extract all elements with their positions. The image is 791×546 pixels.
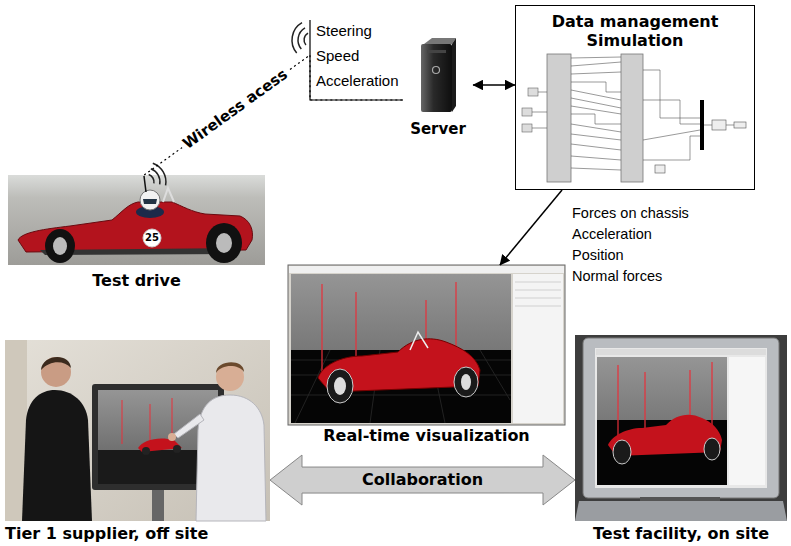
simulink-model (712, 120, 726, 130)
collaboration-arrow (270, 455, 575, 505)
visualization-screenshot (288, 265, 565, 425)
car-photo (216, 233, 232, 253)
meeting-photo (152, 490, 164, 521)
output-quantity: Acceleration (572, 226, 652, 243)
output-quantity: Forces on chassis (572, 205, 689, 222)
screen-panel: Real-time visualization (288, 265, 565, 445)
radio-waves (292, 23, 302, 53)
radio-waves (151, 169, 160, 185)
laptop-photo (640, 497, 720, 501)
meeting-photo (41, 357, 71, 387)
radio-waves (149, 23, 308, 186)
simulink-model (522, 124, 532, 132)
car-photo (45, 229, 75, 263)
visualization-screenshot (410, 332, 428, 350)
simulink-model (528, 88, 538, 96)
server-icon (421, 44, 452, 112)
meeting-photo (5, 340, 270, 521)
simulink-model (621, 54, 643, 182)
signal-bracket (310, 20, 403, 100)
visualization-screenshot (454, 367, 478, 397)
car-photo (8, 175, 265, 265)
server-icon (433, 67, 440, 74)
visualization-screenshot (461, 374, 471, 390)
visualization-screenshot (288, 265, 565, 425)
caption: Server (410, 120, 466, 138)
server-icon (452, 38, 456, 112)
simulink-model (522, 54, 746, 182)
car-number: 25 (145, 232, 159, 244)
caption: Test facility, on site (593, 524, 769, 543)
signal-name: Acceleration (316, 72, 399, 90)
simulink-model (643, 70, 734, 160)
laptop-photo (613, 440, 631, 464)
car-photo (53, 237, 67, 255)
meeting-photo (41, 357, 71, 370)
server-node: Server (403, 38, 473, 138)
visualization-screenshot (334, 377, 346, 395)
meeting-photo (168, 433, 176, 441)
radio-waves (153, 163, 166, 185)
caption: Tier 1 supplier, off site (5, 524, 208, 543)
server-icon (424, 38, 456, 44)
server-icon (421, 38, 456, 112)
visualization-screenshot (515, 282, 561, 306)
laptop-photo (575, 335, 787, 521)
meeting-photo (174, 414, 204, 438)
signal-bracket (310, 20, 403, 100)
wireless-link (144, 55, 403, 175)
laptop-photo (583, 338, 779, 498)
visualization-screenshot (289, 266, 564, 273)
caption: Real-time visualization (323, 426, 530, 445)
car-photo (140, 190, 160, 210)
radio-waves (298, 28, 305, 49)
simulink-model (734, 122, 746, 128)
signal-name: Speed (316, 47, 359, 65)
meeting-photo (142, 447, 150, 455)
meeting-photo (173, 445, 181, 453)
output-quantity: Position (572, 247, 624, 264)
laptop-photo (595, 348, 767, 488)
radio-waves (304, 33, 308, 45)
visualization-screenshot (291, 274, 511, 423)
car-photo (143, 199, 157, 204)
edge-label: Wireless acess (177, 63, 293, 154)
simulink-model (522, 108, 532, 116)
laptop-photo (575, 335, 787, 521)
visualization-screenshot (513, 274, 563, 423)
photo-panel: Test drive (8, 175, 265, 290)
result-arrow (500, 190, 562, 265)
visualization-screenshot (327, 369, 353, 403)
car-photo (163, 188, 174, 202)
car-photo (143, 229, 161, 247)
signal-name: Steering (316, 22, 372, 40)
car-photo (206, 223, 242, 263)
output-quantity: Normal forces (572, 268, 662, 285)
data-link (473, 84, 515, 86)
laptop-photo (596, 349, 766, 355)
car-photo (8, 175, 265, 265)
meeting-photo (22, 390, 92, 521)
simulink-model (700, 100, 704, 150)
meeting-photo (5, 340, 270, 521)
simulink-model (655, 165, 665, 173)
meeting-photo (216, 362, 244, 373)
photo-panel: Test facility, on site (575, 335, 787, 543)
meeting-photo (216, 363, 244, 391)
radio-waves (149, 175, 154, 184)
photo-panel: Tier 1 supplier, off site (5, 340, 270, 543)
laptop-photo (704, 438, 720, 460)
simulink-model (532, 57, 621, 170)
simulink-model (547, 54, 571, 182)
car-photo (144, 176, 146, 192)
laptop-photo (597, 357, 727, 485)
server-icon (427, 50, 446, 53)
box-title: Data management Simulation (535, 12, 735, 50)
caption: Test drive (92, 271, 181, 290)
edge-label: Collaboration (359, 470, 486, 489)
laptop-photo (729, 357, 765, 485)
meeting-photo (196, 395, 266, 521)
laptop-photo (575, 501, 787, 521)
simulation-box: Data management Simulation (515, 5, 755, 190)
